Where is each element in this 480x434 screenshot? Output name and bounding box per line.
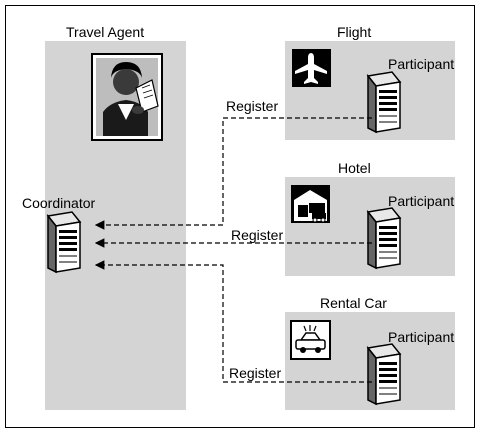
hotel-participant-label: Participant	[388, 193, 455, 209]
hotel-participant-server-icon	[366, 207, 402, 270]
rental-car-title: Rental Car	[320, 295, 387, 311]
diagram-frame	[5, 5, 475, 428]
flight-participant-label: Participant	[388, 56, 455, 72]
rental-car-participant-server-icon	[366, 343, 402, 406]
coordinator-server-icon	[46, 211, 82, 274]
rental-car-participant-label: Participant	[388, 329, 455, 345]
hotel-icon	[291, 185, 330, 223]
hotel-title: Hotel	[338, 160, 371, 176]
hotel-register-label: Register	[231, 227, 284, 243]
car-icon	[290, 320, 331, 360]
airplane-icon	[292, 49, 331, 87]
flight-register-arrow	[94, 117, 372, 230]
coordinator-label: Coordinator	[22, 195, 96, 211]
flight-title: Flight	[337, 24, 372, 40]
travel-agent-portrait	[91, 53, 163, 141]
travel-agent-title: Travel Agent	[66, 24, 145, 40]
flight-register-label: Register	[226, 98, 279, 114]
rental-car-register-arrow	[94, 260, 372, 383]
rental-car-register-label: Register	[229, 365, 282, 381]
flight-participant-server-icon	[366, 71, 402, 134]
